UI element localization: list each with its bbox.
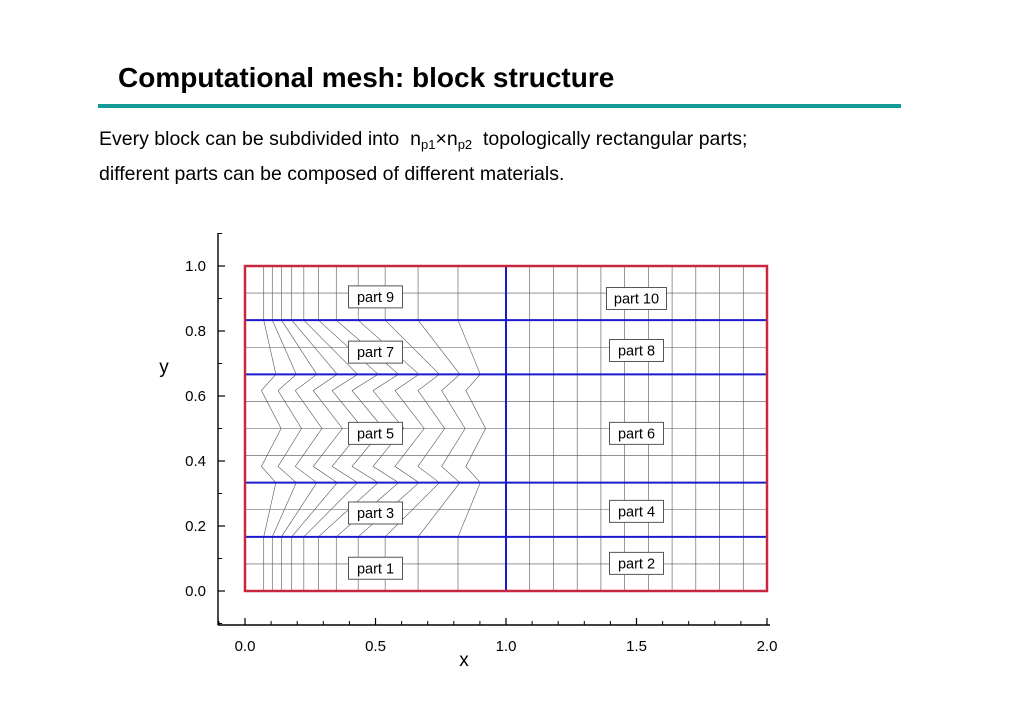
description-n2: n bbox=[446, 128, 458, 150]
mesh-zigzag-line bbox=[394, 374, 425, 483]
part-label-text: part 1 bbox=[357, 561, 394, 577]
part-label: part 9 bbox=[348, 285, 403, 309]
part-label-box bbox=[348, 556, 403, 580]
x-axis-label: x bbox=[459, 650, 469, 671]
description-line-2: different parts can be composed of diffe… bbox=[99, 163, 565, 185]
x-tick-label: 1.0 bbox=[496, 638, 517, 655]
part-label-text: part 10 bbox=[614, 292, 659, 308]
mesh-fan-line bbox=[263, 320, 277, 375]
part-label: part 3 bbox=[348, 501, 403, 525]
part-label-text: part 9 bbox=[357, 290, 394, 306]
description-text-2: topologically rectangular parts; bbox=[483, 128, 748, 150]
mesh-zigzag-line bbox=[441, 374, 466, 483]
mesh-fan-line bbox=[291, 482, 338, 538]
part-label-box bbox=[606, 287, 667, 310]
part-label-box bbox=[348, 501, 403, 525]
mesh-zigzag-line bbox=[312, 374, 343, 483]
description-sub-p2: p2 bbox=[457, 137, 473, 152]
mesh-zigzag-line bbox=[417, 374, 446, 483]
part-label: part 5 bbox=[348, 421, 403, 445]
part-label: part 2 bbox=[609, 551, 664, 575]
mesh-zigzag-line bbox=[261, 374, 282, 483]
slide-title: Computational mesh: block structure bbox=[118, 62, 615, 93]
part-label: part 6 bbox=[609, 421, 664, 445]
part-boundary-lines bbox=[243, 264, 769, 593]
mesh-zigzag-line bbox=[372, 374, 405, 483]
mesh-fan-line bbox=[271, 320, 297, 375]
part-label-box bbox=[348, 285, 403, 309]
title-underline bbox=[98, 104, 901, 108]
mesh-fan-line bbox=[303, 482, 358, 538]
part-label-text: part 4 bbox=[618, 504, 655, 520]
x-tick-label: 0.0 bbox=[235, 638, 256, 655]
y-tick-label: 0.0 bbox=[185, 583, 206, 600]
description-n1: n bbox=[410, 128, 421, 150]
mesh-zigzag-line bbox=[294, 374, 323, 483]
mesh-fan-line bbox=[457, 320, 481, 375]
slide-description: Every block can be subdivided into np1×n… bbox=[99, 122, 747, 192]
mesh-fan-line bbox=[271, 482, 297, 537]
mesh-fan-line bbox=[384, 319, 440, 375]
part-label-text: part 2 bbox=[618, 556, 655, 572]
part-label-box bbox=[348, 421, 403, 445]
part-label-text: part 3 bbox=[357, 506, 394, 522]
mesh-zigzag-line bbox=[465, 374, 486, 483]
part-label-text: part 8 bbox=[618, 344, 655, 360]
x-tick-label: 2.0 bbox=[757, 638, 778, 655]
description-times: × bbox=[435, 128, 447, 150]
mesh-fan-line bbox=[281, 320, 318, 375]
part-labels: part 1 part 2 part 3 part 4 part 5 part 6 part… bbox=[348, 285, 667, 580]
part-label: part 4 bbox=[609, 499, 664, 523]
part-label-box bbox=[609, 499, 664, 523]
mesh-fan-line bbox=[417, 319, 461, 375]
y-tick-label: 1.0 bbox=[185, 258, 206, 275]
mesh-fan-line bbox=[281, 482, 318, 537]
part-label: part 1 bbox=[348, 556, 403, 580]
part-label: part 10 bbox=[606, 287, 667, 310]
part-label-text: part 5 bbox=[357, 426, 394, 442]
y-tick-label: 0.4 bbox=[185, 453, 206, 470]
axes: 0.0 0.2 0.4 0.6 0.8 1.0 0.0 0.5 1.0 1.5 2.0 x y bbox=[159, 233, 777, 671]
block-border bbox=[243, 264, 769, 593]
y-axis-label: y bbox=[159, 357, 169, 378]
part-label: part 7 bbox=[348, 340, 403, 364]
part-label-box bbox=[348, 340, 403, 364]
part-label-text: part 6 bbox=[618, 426, 655, 442]
description-text-1: Every block can be subdivided into bbox=[99, 128, 400, 150]
part-label-box bbox=[609, 421, 664, 445]
mesh-fan-line bbox=[457, 482, 481, 537]
mesh-fan-line bbox=[384, 482, 440, 538]
mesh-fan-line bbox=[303, 319, 358, 375]
description-sub-p1: p1 bbox=[420, 137, 436, 152]
y-tick-label: 0.2 bbox=[185, 518, 206, 535]
mesh-fan-line bbox=[263, 482, 277, 537]
mesh-fan-line bbox=[291, 319, 338, 375]
part-label-text: part 7 bbox=[357, 345, 394, 361]
mesh-fan-line bbox=[417, 482, 461, 538]
x-tick-label: 1.5 bbox=[626, 638, 647, 655]
y-tick-label: 0.8 bbox=[185, 323, 206, 340]
y-tick-label: 0.6 bbox=[185, 388, 206, 405]
mesh-zigzag-line bbox=[277, 374, 302, 483]
part-label: part 8 bbox=[609, 339, 664, 362]
description-line-1: Every block can be subdivided into np1×n… bbox=[99, 122, 747, 157]
part-label-box bbox=[609, 339, 664, 362]
part-label-box bbox=[609, 551, 664, 575]
x-tick-label: 0.5 bbox=[365, 638, 386, 655]
